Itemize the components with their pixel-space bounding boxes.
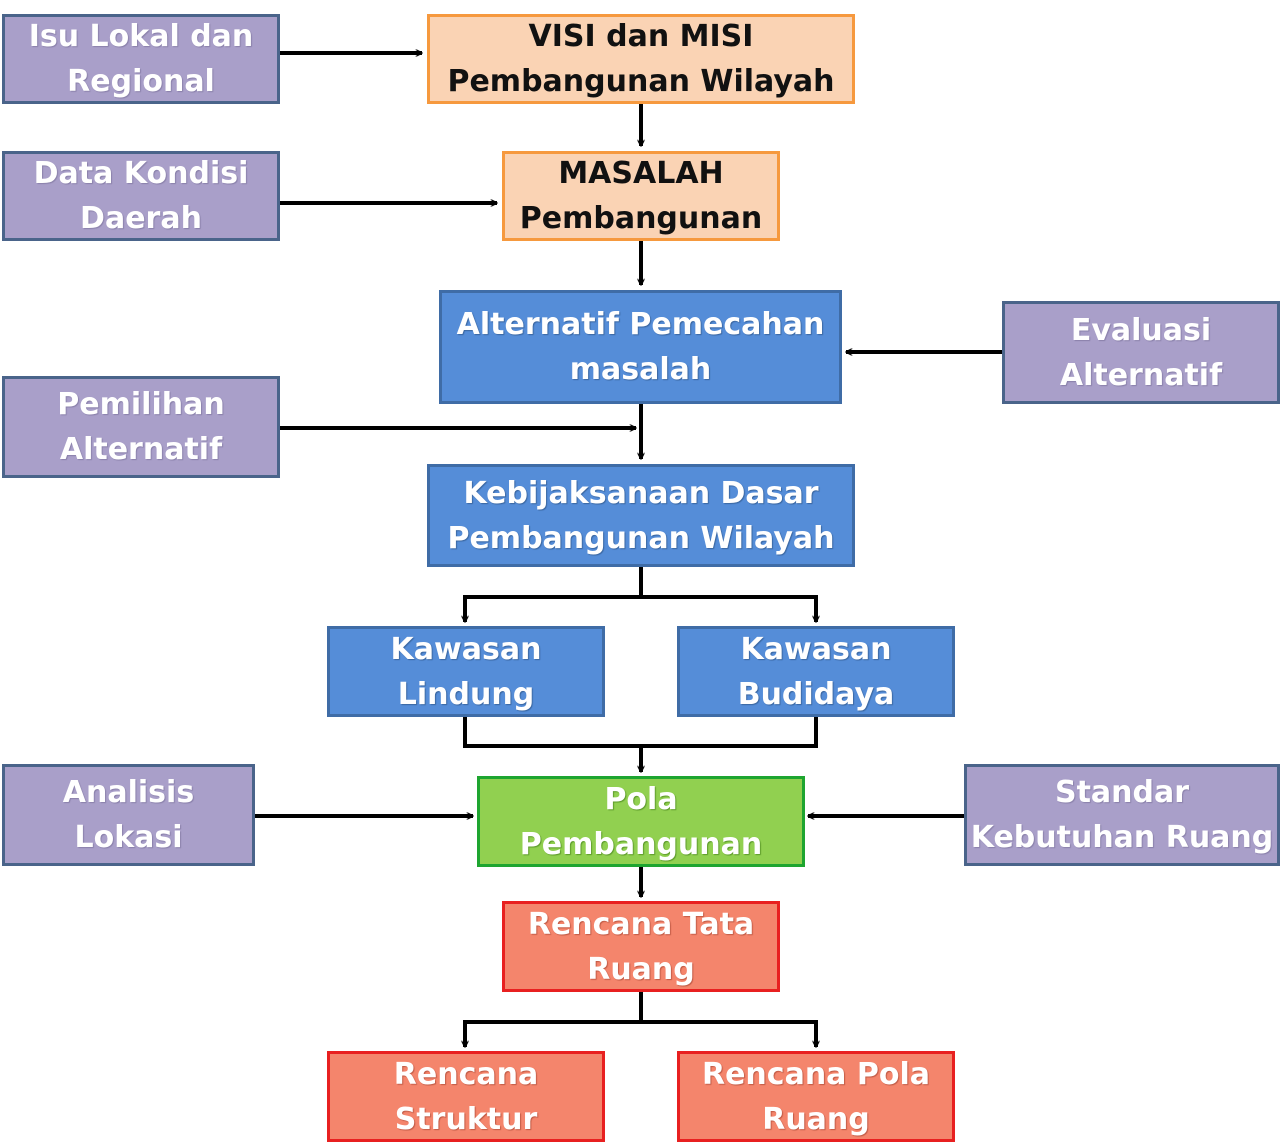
node-label: Pembangunan xyxy=(519,826,763,862)
node-label: Pembangunan xyxy=(519,201,763,236)
node-label: Pemilihan xyxy=(57,387,225,422)
node-rencana-tata-ruang: Rencana Tata Ruang xyxy=(502,901,780,992)
node-label: Rencana Pola xyxy=(701,1056,930,1092)
node-analisis-lokasi: Analisis Lokasi xyxy=(2,764,255,866)
node-label: MASALAH xyxy=(558,156,724,191)
node-label: Standar xyxy=(1054,775,1190,810)
node-label: Pembangunan Wilayah xyxy=(447,64,835,99)
node-label: Lindung xyxy=(397,676,535,712)
connector-kebijaksanaan-split xyxy=(465,566,643,622)
node-alternatif-pemecahan: Alternatif Pemecahan masalah xyxy=(439,290,842,404)
node-label: Daerah xyxy=(80,201,202,236)
node-label: Analisis xyxy=(62,775,195,810)
node-masalah-pembangunan: MASALAH Pembangunan xyxy=(502,151,780,241)
node-label: Ruang xyxy=(587,951,695,987)
node-label: masalah xyxy=(569,352,712,387)
connector-rencana-split-right xyxy=(641,1020,816,1047)
node-data-kondisi-daerah: Data Kondisi Daerah xyxy=(2,151,280,241)
node-label: Pembangunan Wilayah xyxy=(447,520,835,556)
node-isu-lokal-regional: Isu Lokal dan Regional xyxy=(2,14,280,104)
node-label: Struktur xyxy=(394,1101,538,1137)
node-label: Alternatif Pemecahan xyxy=(456,307,825,342)
node-label: Lokasi xyxy=(74,820,183,855)
connector-kebijaksanaan-split-right xyxy=(641,595,816,622)
node-kawasan-budidaya: Kawasan Budidaya xyxy=(677,626,955,717)
node-rencana-pola-ruang: Rencana Pola Ruang xyxy=(677,1051,955,1142)
node-standar-kebutuhan-ruang: Standar Kebutuhan Ruang xyxy=(964,764,1280,866)
node-label: Rencana xyxy=(393,1056,539,1092)
node-kebijaksanaan-dasar: Kebijaksanaan Dasar Pembangunan Wilayah xyxy=(427,464,855,567)
node-pola-pembangunan: Pola Pembangunan xyxy=(477,776,805,867)
node-label: Regional xyxy=(67,64,215,99)
node-label: Ruang xyxy=(762,1101,870,1137)
node-label: VISI dan MISI xyxy=(528,19,754,54)
connector-kawasan-merge-right xyxy=(641,716,818,748)
connector-kawasan-merge-left xyxy=(463,716,641,748)
node-label: Data Kondisi xyxy=(33,156,249,191)
node-label: Budidaya xyxy=(737,676,895,712)
node-label: Alternatif xyxy=(59,432,223,467)
node-label: Kawasan xyxy=(390,631,542,667)
node-label: Evaluasi xyxy=(1070,312,1212,348)
node-visi-misi: VISI dan MISI Pembangunan Wilayah xyxy=(427,14,855,104)
node-label: Isu Lokal dan xyxy=(28,19,254,54)
node-label: Alternatif xyxy=(1059,357,1223,393)
node-label: Kebijaksanaan Dasar xyxy=(463,475,819,511)
node-evaluasi-alternatif: Evaluasi Alternatif xyxy=(1002,301,1280,404)
node-kawasan-lindung: Kawasan Lindung xyxy=(327,626,605,717)
node-label: Kawasan xyxy=(740,631,892,667)
node-pemilihan-alternatif: Pemilihan Alternatif xyxy=(2,376,280,478)
node-label: Pola xyxy=(604,781,678,817)
node-label: Rencana Tata xyxy=(527,906,755,942)
connector-rencana-split-left xyxy=(465,991,643,1047)
node-label: Kebutuhan Ruang xyxy=(970,820,1274,855)
node-rencana-struktur: Rencana Struktur xyxy=(327,1051,605,1142)
